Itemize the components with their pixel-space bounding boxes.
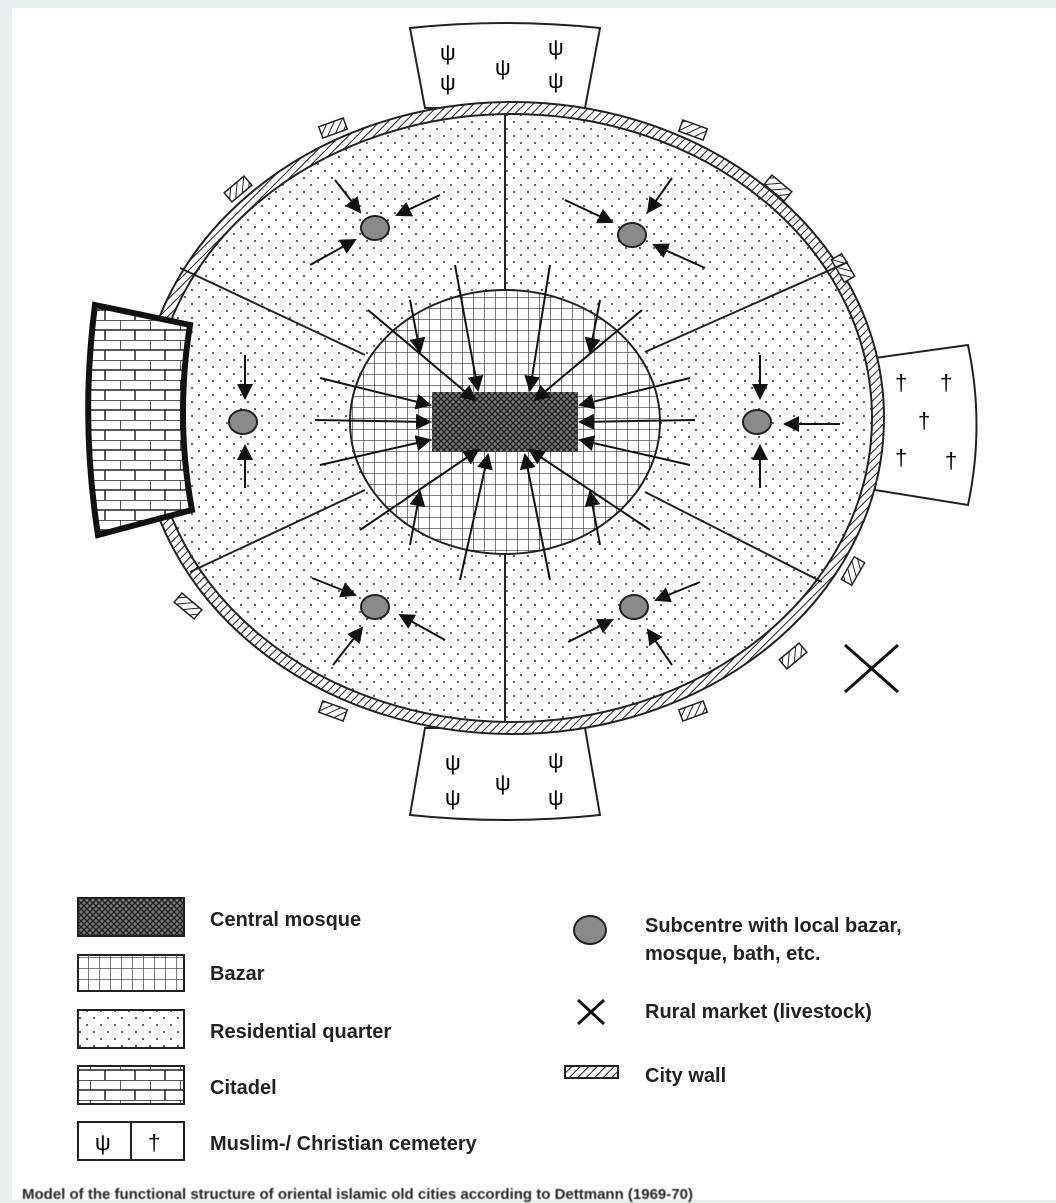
legend-label-bazar: Bazar — [210, 963, 265, 985]
svg-text:ψ: ψ — [445, 750, 461, 775]
rural-market-marker — [844, 643, 899, 694]
legend-label-subcentre-2: mosque, bath, etc. — [645, 943, 821, 965]
legend-swatch-subcentre — [573, 915, 607, 945]
legend-swatch-bazar — [77, 954, 185, 992]
legend-swatch-citadel — [77, 1065, 185, 1105]
svg-text:†: † — [895, 445, 907, 470]
svg-text:†: † — [945, 448, 957, 473]
svg-text:ψ: ψ — [548, 35, 564, 60]
svg-text:ψ: ψ — [440, 70, 456, 95]
svg-text:ψ: ψ — [440, 40, 456, 65]
legend-label-cemetery: Muslim-/ Christian cemetery — [210, 1133, 478, 1155]
svg-text:ψ: ψ — [445, 785, 461, 810]
svg-text:ψ: ψ — [495, 770, 511, 795]
svg-text:ψ: ψ — [548, 748, 564, 773]
svg-text:†: † — [940, 370, 952, 395]
svg-text:†: † — [918, 408, 930, 433]
legend-swatch-residential — [77, 1009, 185, 1049]
svg-text:ψ: ψ — [548, 785, 564, 810]
central-mosque — [432, 392, 578, 452]
legend-label-central-mosque: Central mosque — [210, 909, 361, 931]
citadel — [85, 301, 196, 539]
figure-caption: Model of the functional structure of ori… — [22, 1186, 693, 1203]
legend-label-rural-market: Rural market (livestock) — [645, 1001, 872, 1023]
svg-text:ψ: ψ — [548, 68, 564, 93]
legend-swatch-rural-market — [576, 998, 606, 1026]
svg-text:†: † — [148, 1130, 160, 1155]
legend-swatch-cemetery: ψ† — [77, 1121, 185, 1161]
bazar-arrows — [314, 264, 696, 581]
svg-text:†: † — [895, 370, 907, 395]
legend-swatch-central-mosque — [77, 897, 185, 937]
legend-label-citadel: Citadel — [210, 1077, 277, 1099]
legend-label-city-wall: City wall — [645, 1065, 726, 1087]
cemetery-east: † † † † † — [874, 343, 978, 507]
svg-text:ψ: ψ — [95, 1130, 111, 1155]
svg-text:ψ: ψ — [495, 55, 511, 80]
quarter-boundaries — [179, 114, 849, 722]
legend-label-residential: Residential quarter — [210, 1021, 391, 1043]
legend-swatch-city-wall — [564, 1065, 619, 1079]
subcentres — [228, 215, 772, 620]
legend: ψ† Central mosque Bazar Residential quar… — [77, 897, 902, 1161]
legend-label-subcentre-1: Subcentre with local bazar, — [645, 915, 902, 937]
wall-towers — [173, 116, 866, 723]
subcentre-arrows — [237, 177, 840, 666]
